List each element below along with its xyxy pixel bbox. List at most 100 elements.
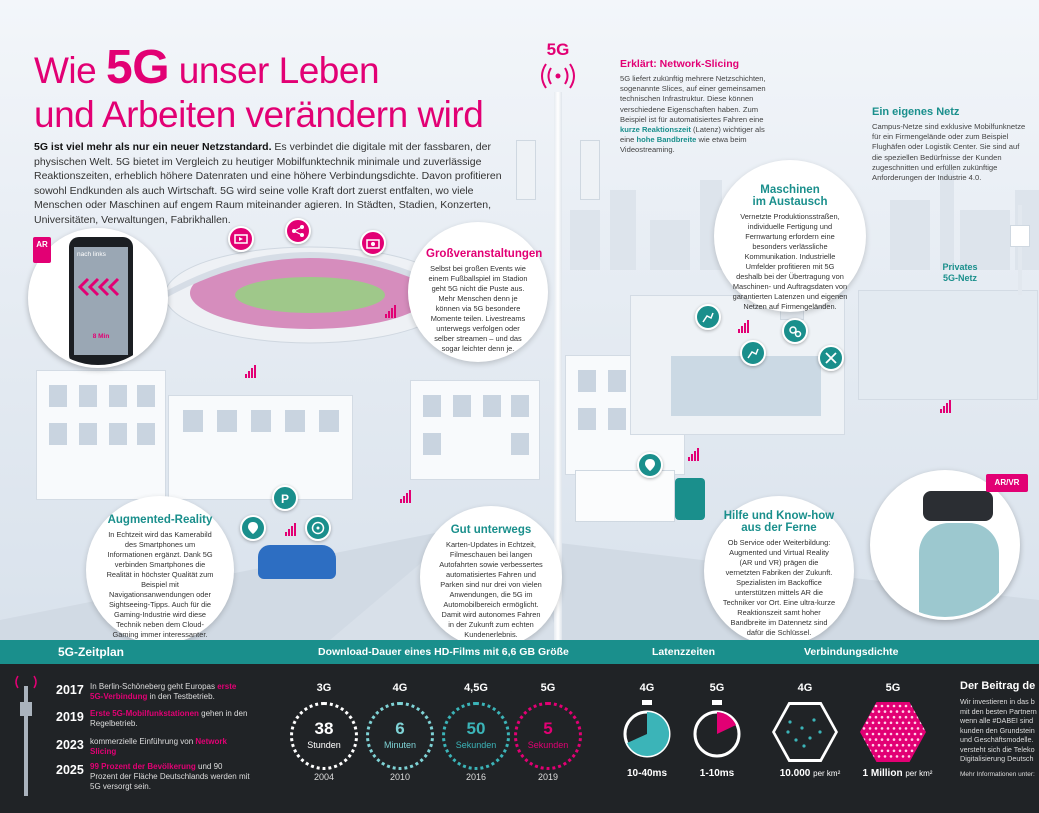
latency-gen-5g: 5G xyxy=(709,682,725,694)
bubble-title: Gut unterwegs xyxy=(450,524,532,536)
download-unit: Minuten xyxy=(383,740,417,750)
download-heading: Download-Dauer eines HD-Films mit 6,6 GB… xyxy=(318,646,569,658)
share-icon xyxy=(285,218,311,244)
video-icon xyxy=(228,226,254,252)
timeline-year: 2019 xyxy=(56,710,84,724)
timeline-year: 2023 xyxy=(56,738,84,752)
svg-text:P: P xyxy=(281,492,289,505)
bubble-augmented-reality: Augmented-Reality In Echtzeit wird das K… xyxy=(86,496,234,640)
intro-text: 5G ist viel mehr als nur ein neuer Netzs… xyxy=(34,140,504,227)
download-year: 2019 xyxy=(537,772,559,782)
download-gen-label: 4G xyxy=(392,682,408,694)
eigenes-netz-title: Ein eigenes Netz xyxy=(872,106,960,118)
bubble-title: Augmented-Reality xyxy=(107,514,213,526)
signal-bars-icon xyxy=(688,448,699,461)
signal-bars-icon xyxy=(285,523,296,536)
timeline-text: Erste 5G-Mobilfunkstationen gehen in den… xyxy=(90,709,248,728)
download-unit: Sekunden xyxy=(455,740,497,750)
download-value: 5 xyxy=(543,719,553,738)
bubble-text: In Echtzeit wird das Kamerabild des Smar… xyxy=(106,530,214,639)
beitrag-title: Der Beitrag de xyxy=(960,680,1036,692)
ar-vr-badge: AR/VR xyxy=(986,474,1028,492)
signal-bars-icon xyxy=(385,305,396,318)
download-value: 6 xyxy=(395,719,405,738)
density-value-4g: 10.000 per km² xyxy=(779,768,841,779)
timeline-year: 2025 xyxy=(56,763,84,777)
latency-value-4g: 10-40ms xyxy=(626,768,668,779)
density-gen-5g: 5G xyxy=(885,682,901,694)
technician-illustration xyxy=(919,523,999,617)
bubble-title: Großveranstaltungen xyxy=(426,248,543,260)
intro-body: Es verbindet die digitale mit der fassba… xyxy=(34,141,502,226)
download-gen-label: 3G xyxy=(316,682,332,694)
beitrag-more: Mehr Informationen unter: xyxy=(960,770,1035,778)
download-gen-label: 5G xyxy=(540,682,556,694)
intro-lead: 5G ist viel mehr als nur ein neuer Netzs… xyxy=(34,141,272,153)
download-unit: Sekunden xyxy=(527,740,569,750)
phone-inset: nach links 8 Min xyxy=(28,228,168,368)
signal-waves-icon xyxy=(541,63,575,89)
density-dots-5g xyxy=(862,704,926,758)
tools-icon xyxy=(818,345,844,371)
density-gen-4g: 4G xyxy=(797,682,813,694)
timeline-text: In Berlin-Schöneberg geht Europas erste … xyxy=(90,682,237,701)
download-year: 2016 xyxy=(465,772,487,782)
building-left xyxy=(36,370,166,500)
network-slicing-box: Erklärt: Network-Slicing 5G liefert zukü… xyxy=(620,58,780,156)
beitrag-line: kunden den Grundstein xyxy=(960,725,1035,735)
camera-icon xyxy=(360,230,386,256)
5g-tower: 5G xyxy=(516,40,600,640)
direction-arrows-icon xyxy=(78,277,120,297)
latency-value-5g: 1-10ms xyxy=(699,768,735,779)
bottom-header-bar xyxy=(0,640,1039,664)
smartphone-illustration: nach links 8 Min xyxy=(69,237,133,365)
download-unit: Stunden xyxy=(307,740,341,750)
timeline-year: 2017 xyxy=(56,683,84,697)
bubble-gut-unterwegs: Gut unterwegs Karten-Updates in Echtzeit… xyxy=(420,506,562,640)
ar-badge: AR xyxy=(33,237,51,263)
eigenes-netz-text: Campus-Netze sind exklusive Mobilfunknet… xyxy=(872,122,1026,183)
network-slicing-title: Erklärt: Network-Slicing xyxy=(620,58,740,70)
timeline-text: kommerzielle Einführung von Network Slic… xyxy=(90,737,227,756)
title-rest: unser Leben xyxy=(169,50,380,91)
robot-arm-icon xyxy=(695,304,721,330)
download-year: 2010 xyxy=(389,772,411,782)
phone-nav-text: nach links xyxy=(77,251,106,258)
beitrag-line: Digitalisierung Deutsch xyxy=(960,754,1034,763)
vr-headset-illustration xyxy=(923,491,993,521)
download-gen-label: 4,5G xyxy=(464,682,488,694)
network-slicing-text: 5G liefert zukünftig mehrere Netzschicht… xyxy=(620,74,766,155)
truck-cab xyxy=(675,478,705,520)
signal-bars-icon xyxy=(245,365,256,378)
gears-icon xyxy=(782,318,808,344)
skyline-illustration xyxy=(570,170,1039,270)
bottom-stats-panel: 5G-Zeitplan Download-Dauer eines HD-Film… xyxy=(0,640,1039,813)
infographic-scene: 5G P Wie 5G unser Leben und Arbeiten ver… xyxy=(0,0,1039,640)
signal-bars-icon xyxy=(400,490,411,503)
campus-tower xyxy=(1010,195,1030,295)
stopwatch-5g-icon xyxy=(693,700,741,758)
dichte-heading: Verbindungsdichte xyxy=(804,646,899,658)
tower-label: 5G xyxy=(546,40,570,59)
stopwatch-4g-icon xyxy=(623,700,671,758)
truck-trailer xyxy=(575,470,675,522)
signal-bars-icon xyxy=(940,400,951,413)
bubble-text: Selbst bei großen Events wie einem Fußba… xyxy=(428,264,528,353)
phone-time-text: 8 Min xyxy=(92,333,110,340)
density-hex-5g xyxy=(860,702,926,762)
page-title: Wie 5G unser Leben und Arbeiten veränder… xyxy=(34,44,484,137)
timeline-text: 99 Prozent der Bevölkerung und 90 Prozen… xyxy=(90,762,250,791)
beitrag-line: wenn alle #DABEI sind xyxy=(960,716,1034,725)
latency-gen-4g: 4G xyxy=(639,682,655,694)
download-year: 2004 xyxy=(313,772,335,782)
bubble-text: Ob Service oder Weiterbildung: Augmented… xyxy=(722,538,836,637)
warehouse-building xyxy=(858,290,1038,400)
download-value: 50 xyxy=(466,719,486,738)
